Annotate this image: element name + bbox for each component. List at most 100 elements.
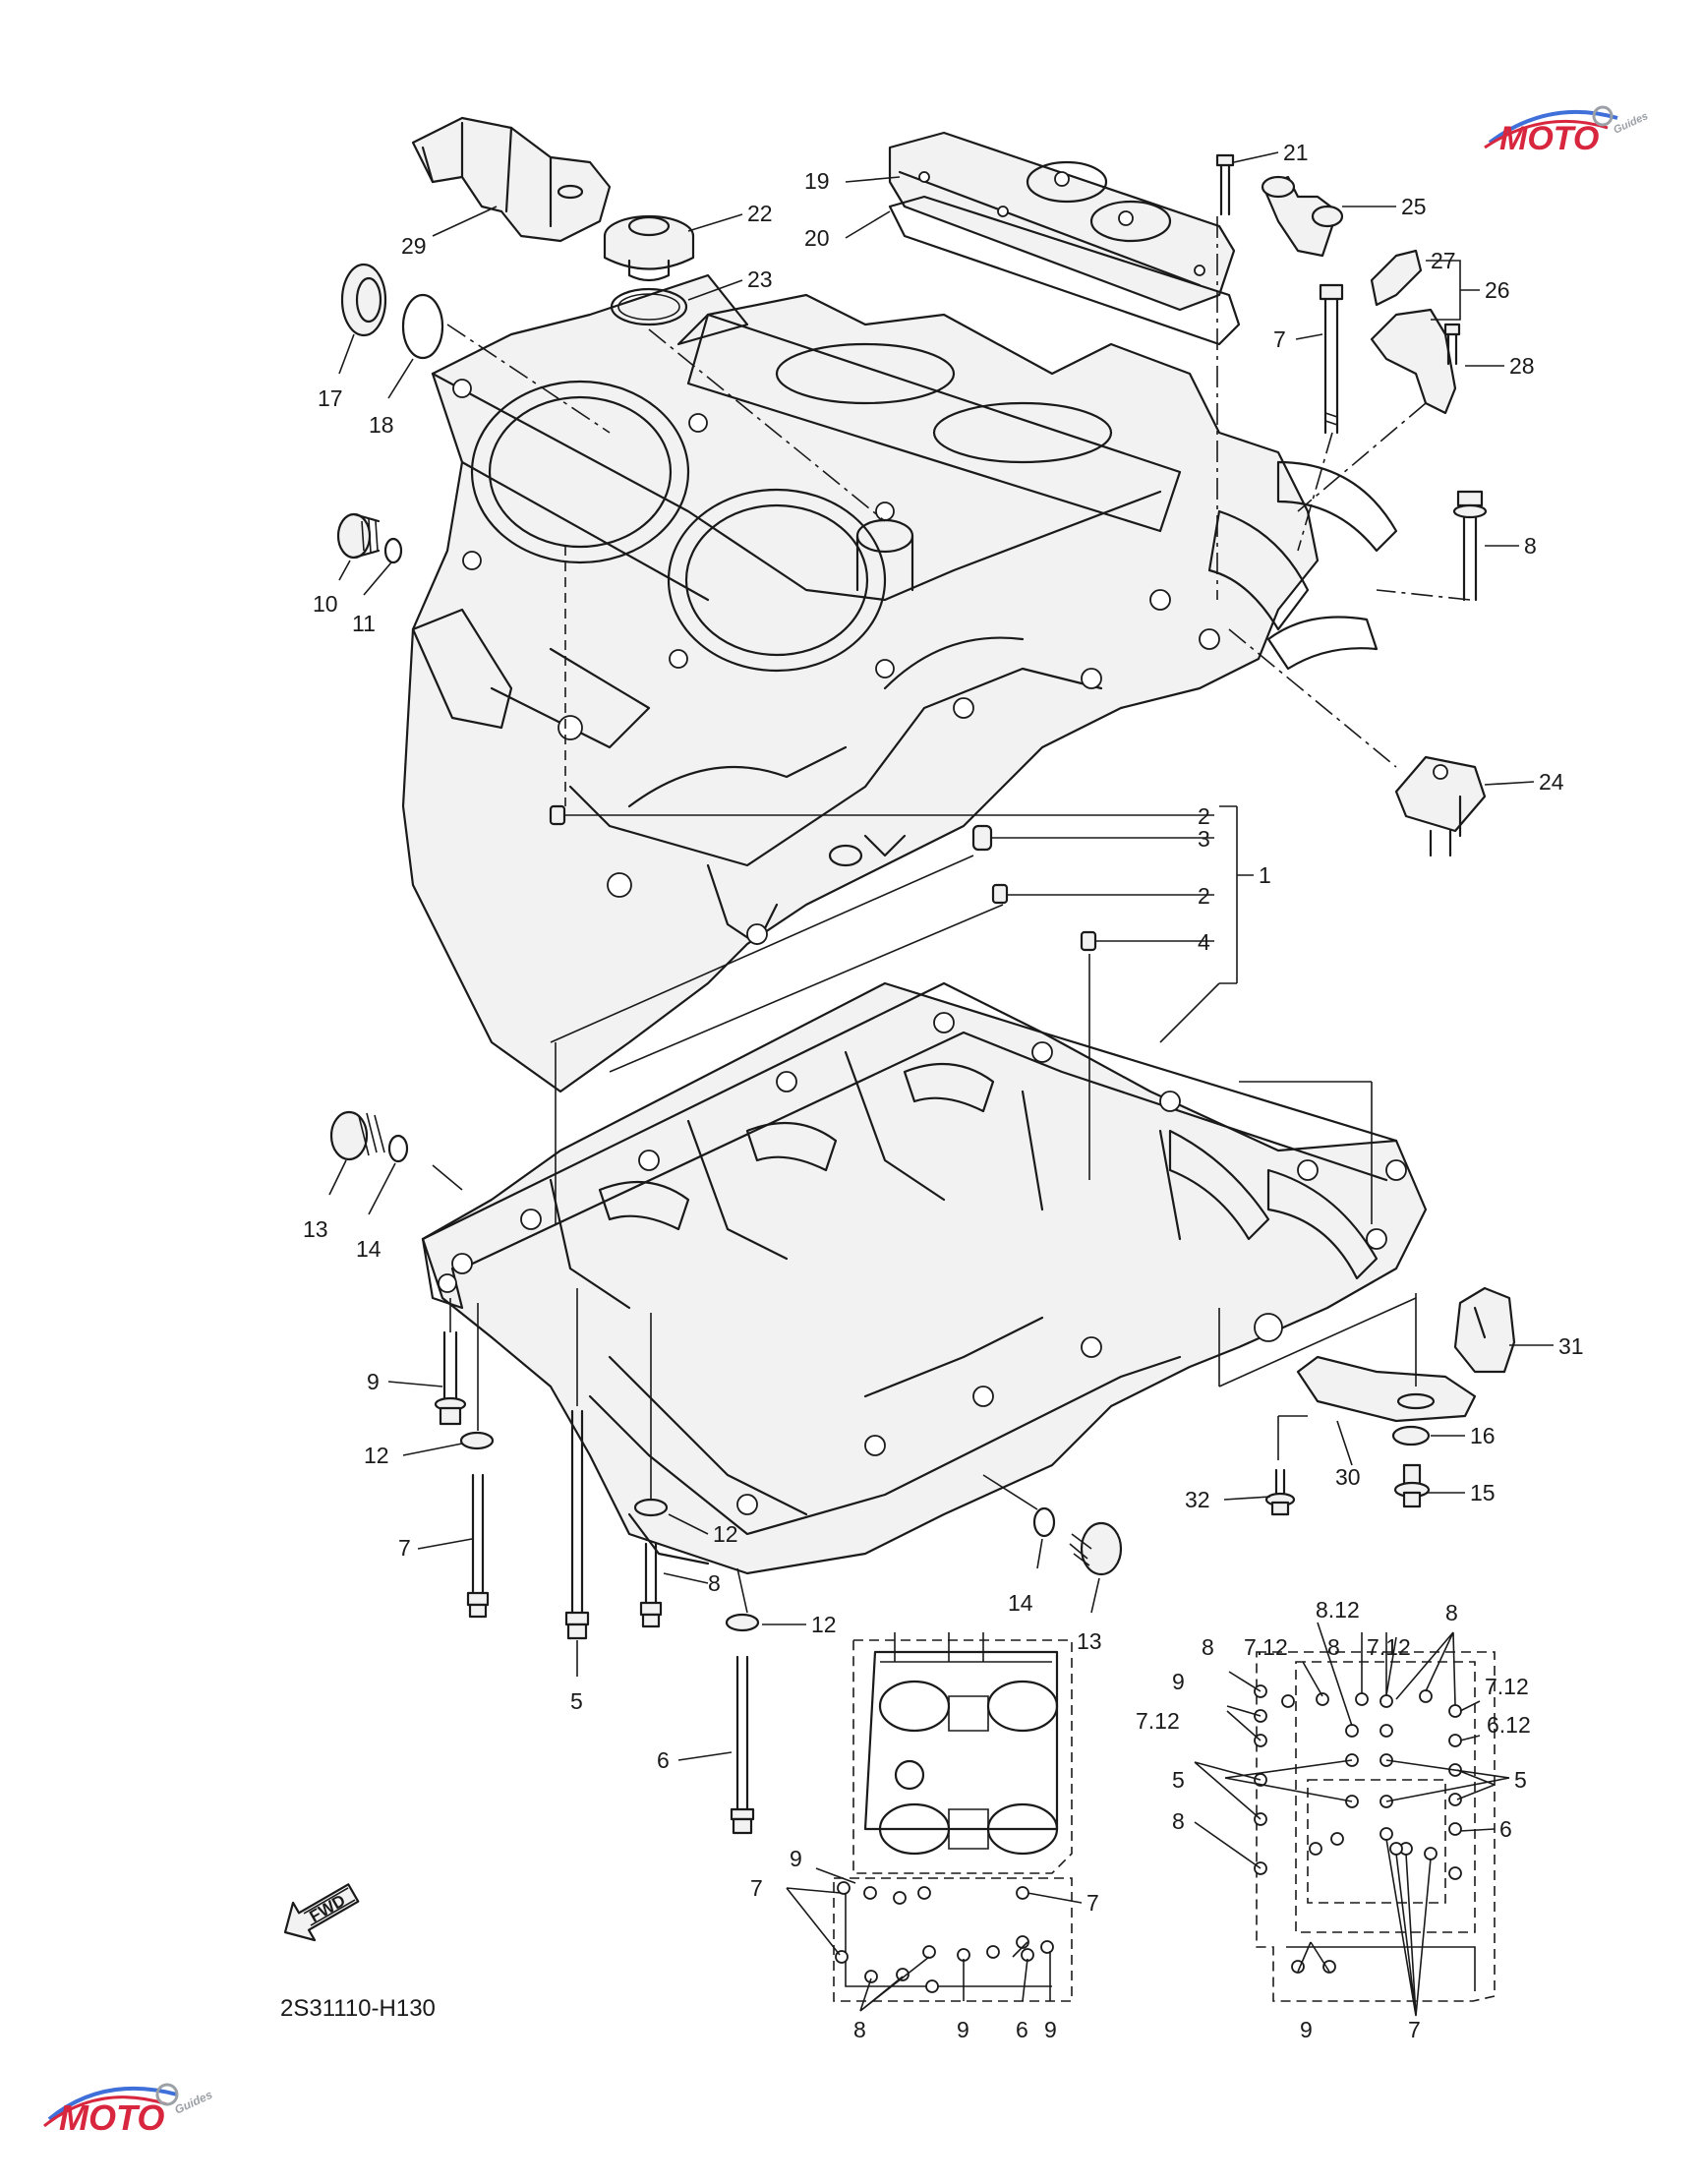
callout-16: 16 bbox=[1470, 1423, 1496, 1448]
callout-9: 9 bbox=[367, 1369, 380, 1394]
watermark-text-bottom: MOTO bbox=[59, 2097, 164, 2138]
callout-8-upper: 8 bbox=[1524, 533, 1537, 559]
callout-29: 29 bbox=[401, 233, 427, 259]
part-18-o-ring bbox=[401, 293, 444, 360]
part-5-bolt bbox=[564, 1409, 590, 1640]
map-left-label-9-b: 9 bbox=[957, 2017, 969, 2042]
part-15-bolt bbox=[1393, 1463, 1431, 1508]
part-14-washer-b bbox=[1032, 1506, 1056, 1538]
diagram-code: 2S31110-H130 bbox=[280, 1995, 436, 2022]
callout-18: 18 bbox=[369, 412, 394, 438]
map-left-label-7-a: 7 bbox=[750, 1875, 763, 1901]
part-2-dowel-a bbox=[549, 804, 566, 826]
part-24-bracket bbox=[1394, 755, 1487, 857]
watermark-sub-bottom: Guides bbox=[172, 2088, 214, 2117]
watermark-sub-top: Guides bbox=[1612, 110, 1650, 137]
part-11-washer bbox=[383, 537, 403, 564]
callout-17: 17 bbox=[318, 385, 343, 411]
part-7-bolt-lower bbox=[466, 1473, 490, 1619]
watermark-logo-bottom-left: MOTO Guides bbox=[43, 2083, 214, 2138]
map-right-label-5-a: 5 bbox=[1172, 1767, 1185, 1793]
part-20-gasket bbox=[888, 195, 1241, 346]
part-26-bracket bbox=[1370, 308, 1457, 415]
callout-28: 28 bbox=[1509, 353, 1535, 379]
callout-8-lower: 8 bbox=[708, 1570, 721, 1596]
callout-31: 31 bbox=[1558, 1333, 1584, 1359]
fwd-arrow-icon: FWD bbox=[283, 1883, 360, 1942]
callout-10: 10 bbox=[313, 591, 338, 617]
callout-4: 4 bbox=[1198, 929, 1210, 955]
map-left-label-6: 6 bbox=[1016, 2017, 1028, 2042]
part-9-bolt bbox=[434, 1330, 467, 1426]
part-6-bolt bbox=[730, 1655, 755, 1835]
callout-1: 1 bbox=[1259, 862, 1271, 888]
callout-2-a: 2 bbox=[1198, 803, 1210, 829]
callout-11: 11 bbox=[352, 611, 376, 636]
part-4-dowel bbox=[1080, 930, 1097, 952]
callout-26: 26 bbox=[1485, 277, 1510, 303]
callout-3: 3 bbox=[1198, 826, 1210, 852]
part-22-plug bbox=[603, 214, 695, 282]
map-right-label-7-12-c: 7.12 bbox=[1485, 1674, 1529, 1699]
part-19-cover bbox=[888, 131, 1236, 312]
part-14-washer-a bbox=[387, 1134, 409, 1163]
part-30-plate bbox=[1296, 1355, 1477, 1423]
callout-24: 24 bbox=[1539, 769, 1564, 795]
watermark-text-top: MOTO bbox=[1499, 120, 1599, 157]
part-27-plate bbox=[1370, 249, 1423, 307]
part-2-dowel-b bbox=[991, 883, 1009, 905]
watermark-logo-top-right: MOTO Guides bbox=[1484, 105, 1650, 157]
callout-7-lower: 7 bbox=[398, 1535, 411, 1561]
callouts: 29 22 23 19 20 21 25 27 26 28 7 17 18 10… bbox=[303, 140, 1584, 1773]
callout-15: 15 bbox=[1470, 1480, 1496, 1505]
bolt-map-right: 8.12 8 7.12 8 7.12 8 9 7.12 7.12 6.12 5 … bbox=[1136, 1597, 1531, 2042]
callout-13-upper: 13 bbox=[303, 1216, 328, 1242]
callout-7-upper: 7 bbox=[1273, 326, 1286, 352]
map-right-label-6: 6 bbox=[1499, 1816, 1512, 1842]
part-16-washer bbox=[1391, 1425, 1431, 1446]
callout-30: 30 bbox=[1335, 1464, 1361, 1490]
part-28-screw bbox=[1443, 323, 1461, 366]
map-right-label-8-b: 8 bbox=[1327, 1634, 1340, 1660]
map-left-label-9-a: 9 bbox=[790, 1846, 802, 1871]
callout-22: 22 bbox=[747, 201, 773, 226]
callout-2-b: 2 bbox=[1198, 883, 1210, 909]
part-13-plug-b bbox=[1069, 1521, 1123, 1576]
part-13-plug-a bbox=[329, 1110, 385, 1161]
callout-14-lower: 14 bbox=[1008, 1590, 1033, 1616]
part-12-washer-c bbox=[725, 1613, 760, 1632]
map-right-label-5-b: 5 bbox=[1514, 1767, 1527, 1793]
part-32-bolt bbox=[1264, 1468, 1296, 1516]
map-right-label-7-12-a: 7.12 bbox=[1244, 1634, 1288, 1660]
callout-27: 27 bbox=[1431, 248, 1456, 273]
part-3-dowel bbox=[971, 824, 993, 852]
part-31-bracket bbox=[1453, 1286, 1516, 1374]
part-29-breather bbox=[411, 116, 612, 243]
callout-19: 19 bbox=[804, 168, 830, 194]
part-10-plug bbox=[336, 512, 381, 560]
map-right-label-8-a: 8 bbox=[1445, 1600, 1458, 1625]
part-17-oil-seal bbox=[340, 263, 387, 337]
callout-6: 6 bbox=[657, 1747, 670, 1773]
map-left-label-8: 8 bbox=[853, 2017, 866, 2042]
map-right-label-7-12-b: 7.12 bbox=[1367, 1634, 1411, 1660]
map-right-label-8-c: 8 bbox=[1202, 1634, 1214, 1660]
map-right-label-7-12-d: 7.12 bbox=[1136, 1708, 1180, 1734]
map-right-label-9-b: 9 bbox=[1300, 2017, 1313, 2042]
part-12-washer-a bbox=[459, 1431, 495, 1450]
part-25-sensor bbox=[1261, 175, 1344, 258]
map-left-label-9-c: 9 bbox=[1044, 2017, 1057, 2042]
callout-12-c: 12 bbox=[811, 1612, 837, 1637]
bolt-map-left: 9 7 7 8 9 6 9 bbox=[750, 1632, 1099, 2042]
lower-crankcase bbox=[421, 981, 1428, 1575]
callout-20: 20 bbox=[804, 225, 830, 251]
callout-12-b: 12 bbox=[713, 1521, 738, 1547]
part-8-bolt-lower bbox=[639, 1542, 663, 1628]
callout-13-lower: 13 bbox=[1077, 1628, 1102, 1654]
part-12-washer-b bbox=[633, 1498, 669, 1517]
leader-lines bbox=[328, 151, 1554, 1761]
callout-23: 23 bbox=[747, 266, 773, 292]
callout-25: 25 bbox=[1401, 194, 1427, 219]
part-23-o-ring bbox=[610, 287, 688, 326]
